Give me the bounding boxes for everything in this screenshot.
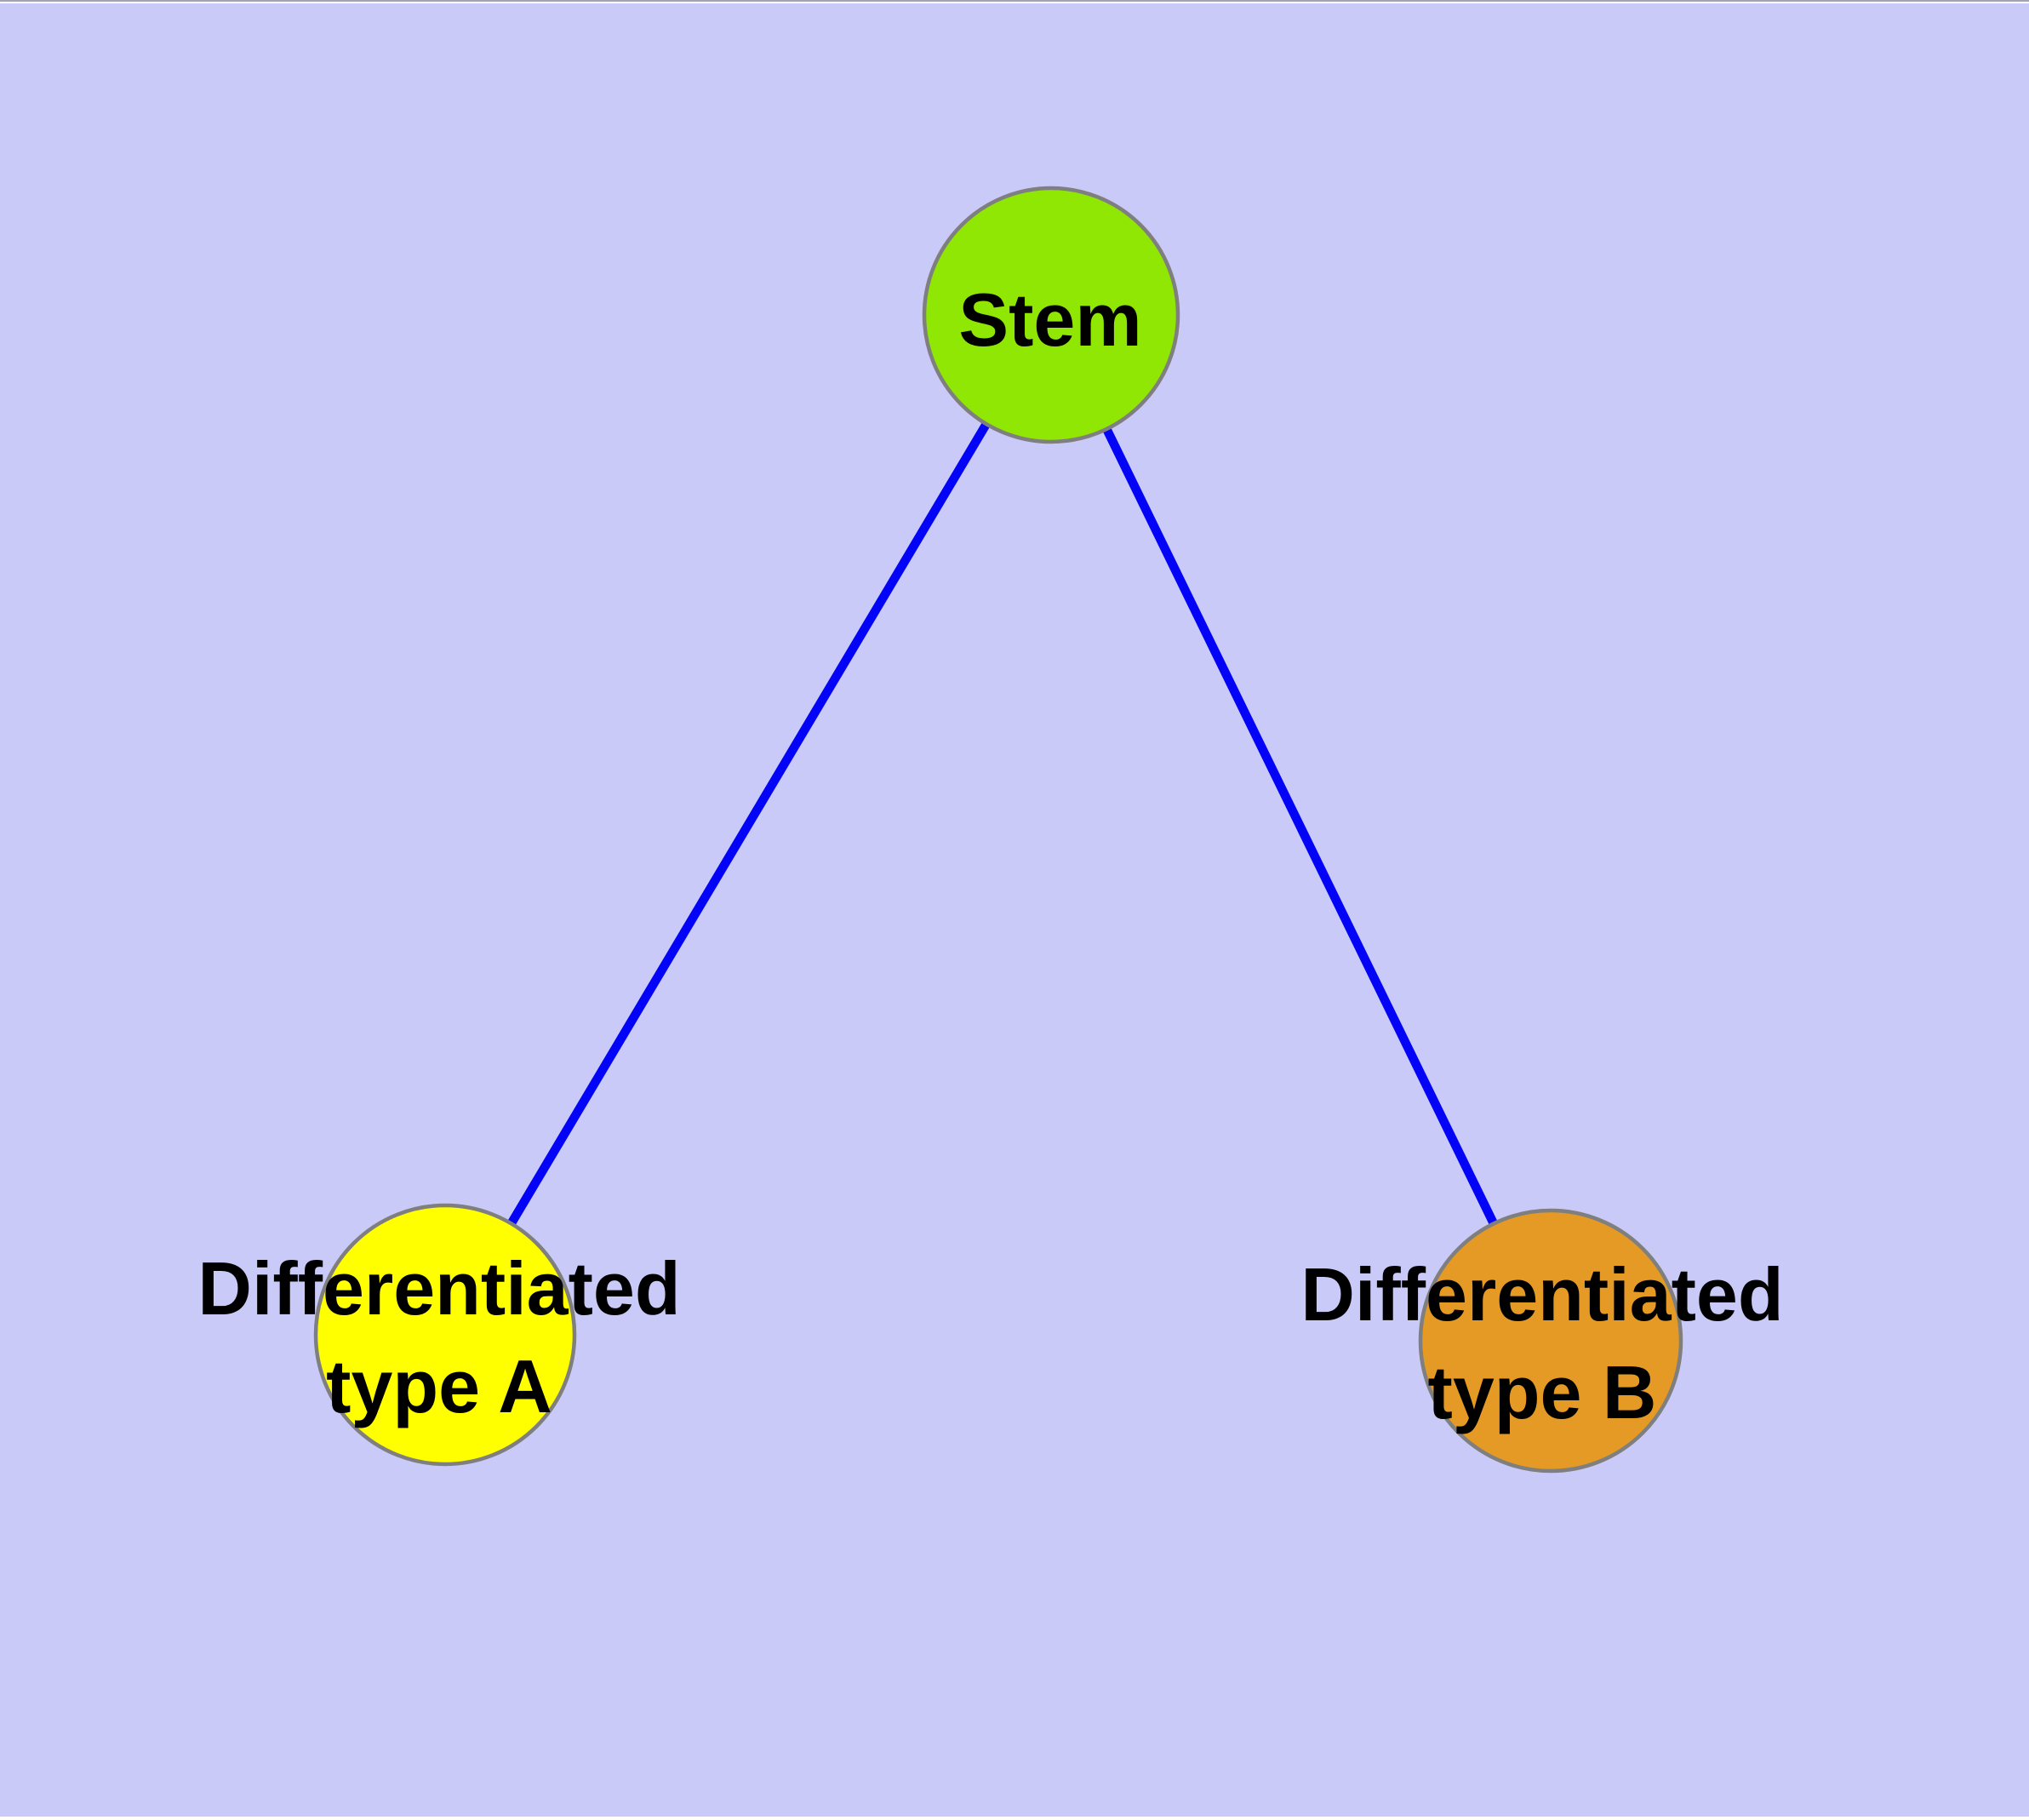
- node-type-a-label-line2: type A: [326, 1344, 552, 1428]
- edge-stem-to-type-b: [1047, 312, 1555, 1343]
- node-stem-label: Stem: [958, 278, 1141, 362]
- node-type-a-label-line1: Differentiated: [197, 1246, 680, 1331]
- edge-stem-to-type-a: [441, 312, 1055, 1337]
- node-stem[interactable]: [922, 186, 1180, 444]
- node-type-b-label-line1: Differentiated: [1300, 1252, 1783, 1336]
- node-differentiated-type-b[interactable]: [1418, 1208, 1683, 1474]
- node-type-b-label-line2: type B: [1428, 1350, 1657, 1434]
- node-differentiated-type-a[interactable]: [313, 1203, 577, 1467]
